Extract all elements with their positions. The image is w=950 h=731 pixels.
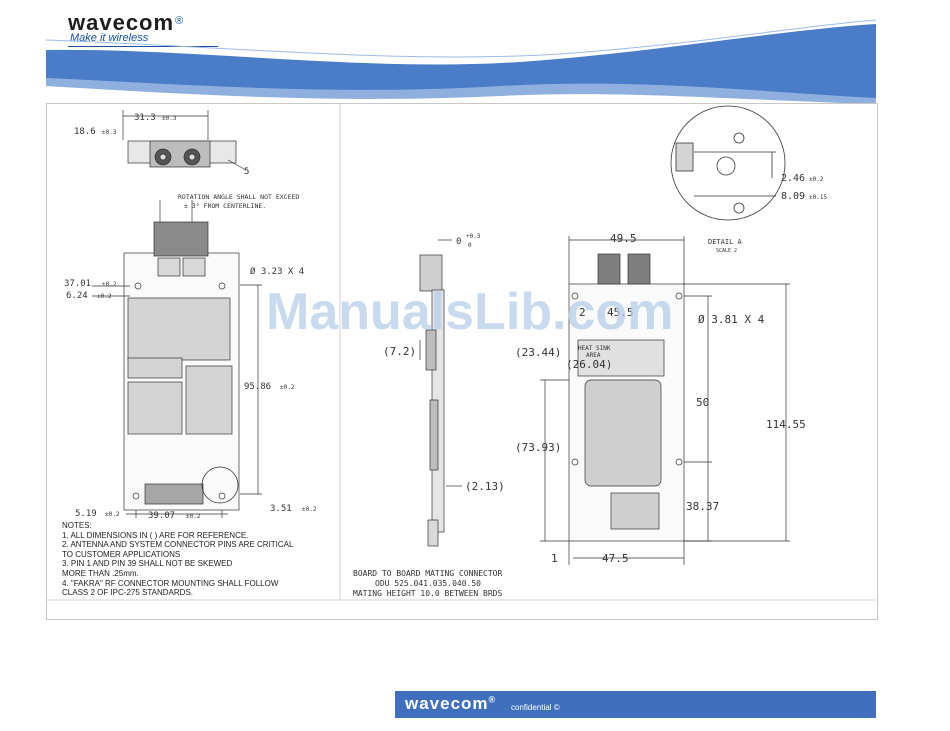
dim-49-5: 49.5 bbox=[610, 232, 637, 245]
dim-31-3: 31.3 bbox=[134, 113, 156, 123]
logo-registered-mark: ® bbox=[175, 14, 184, 27]
dim-37-01: 37.01 bbox=[64, 279, 91, 289]
dim-3-51-tol: ±0.2 bbox=[302, 506, 317, 513]
dim-5-19: 5.19 bbox=[75, 509, 97, 519]
dim-5: 5 bbox=[244, 167, 249, 177]
dim-50: 50 bbox=[696, 396, 709, 409]
footer-logo: wavecom® bbox=[405, 694, 496, 714]
drawing-notes: NOTES: 1. ALL DIMENSIONS IN ( ) ARE FOR … bbox=[62, 521, 293, 598]
dim-0-tol-bot: 0 bbox=[468, 242, 472, 249]
dim-37-01-tol: ±0.2 bbox=[102, 281, 117, 288]
dim-95-86-tol: ±0.2 bbox=[280, 384, 295, 391]
detail-a-label: DETAIL A bbox=[708, 238, 743, 246]
heat-sink-label-1: HEAT SINK bbox=[578, 345, 611, 352]
dim-39-07-tol: ±0.2 bbox=[186, 513, 201, 520]
detail-a-scale: SCALE 2 bbox=[716, 248, 737, 254]
footer-bar: wavecom® confidential © bbox=[395, 691, 876, 718]
note-line: TO CUSTOMER APPLICATIONS bbox=[62, 549, 181, 559]
dim-73-93: (73.93) bbox=[515, 441, 561, 454]
dim-3-51: 3.51 bbox=[270, 504, 292, 514]
watermark: ManualsLib.com bbox=[266, 283, 674, 341]
dim-1: 1 bbox=[551, 552, 558, 565]
dim-0: 0 bbox=[456, 237, 461, 247]
dim-23-44: (23.44) bbox=[515, 346, 561, 359]
tagline-underline bbox=[68, 46, 218, 47]
dim-18-6: 18.6 bbox=[74, 127, 96, 137]
dim-6-24: 6.24 bbox=[66, 291, 88, 301]
front-hole-spec: Ø 3.23 X 4 bbox=[250, 266, 304, 277]
dim-8-09: 8.09 bbox=[781, 191, 805, 202]
wavecom-logo: wavecom® bbox=[68, 10, 183, 36]
rear-view bbox=[540, 236, 790, 565]
notes-title: NOTES: bbox=[62, 521, 92, 530]
tagline: Make it wireless bbox=[70, 32, 149, 44]
note-line: 3. PIN 1 AND PIN 39 SHALL NOT BE SKEWED bbox=[62, 559, 233, 569]
footer-logo-mark: ® bbox=[488, 694, 497, 705]
mating-connector-note: BOARD TO BOARD MATING CONNECTOR ODU 525.… bbox=[353, 569, 502, 599]
header-wave-banner bbox=[45, 19, 877, 104]
dim-5-19-tol: ±0.2 bbox=[105, 511, 120, 518]
dim-26-04: (26.04) bbox=[566, 358, 612, 371]
side-view bbox=[419, 239, 462, 547]
dim-2-46: 2.46 bbox=[781, 173, 805, 184]
note-line: 4. "FAKRA" RF CONNECTOR MOUNTING SHALL F… bbox=[62, 578, 279, 588]
dim-6-24-tol: ±0.2 bbox=[97, 293, 112, 300]
mating-line-3: MATING HEIGHT 10.0 BETWEEN BRDS bbox=[353, 589, 503, 598]
dim-7-2: (7.2) bbox=[383, 345, 416, 358]
detail-view bbox=[670, 105, 786, 221]
rear-hole-spec: Ø 3.81 X 4 bbox=[698, 313, 765, 326]
dim-95-86: 95.86 bbox=[244, 382, 271, 392]
rotation-note-1: ROTATION ANGLE SHALL NOT EXCEED bbox=[178, 193, 299, 201]
rotation-note-2: ± 3° FROM CENTERLINE. bbox=[184, 202, 266, 210]
dim-47-5: 47.5 bbox=[602, 552, 629, 565]
dim-2-46-tol: ±0.2 bbox=[809, 176, 824, 183]
dim-39-07: 39.07 bbox=[148, 511, 175, 521]
note-line: 1. ALL DIMENSIONS IN ( ) ARE FOR REFEREN… bbox=[62, 530, 249, 540]
dim-45-5: 45.5 bbox=[607, 306, 634, 319]
dim-18-6-tol: ±0.3 bbox=[102, 129, 117, 136]
top-view bbox=[122, 110, 247, 171]
dim-0-tol-top: +0.3 bbox=[466, 233, 481, 240]
confidential-label: confidential © bbox=[511, 703, 560, 712]
heat-sink-label-2: AREA bbox=[586, 352, 601, 359]
front-view bbox=[92, 200, 262, 518]
note-line: MORE THAN .25mm. bbox=[62, 568, 139, 578]
footer-logo-text: wavecom bbox=[405, 694, 489, 713]
dim-31-3-tol: ±0.3 bbox=[162, 115, 177, 122]
logo-text: wavecom bbox=[68, 10, 175, 35]
note-line: 2. ANTENNA AND SYSTEM CONNECTOR PINS ARE… bbox=[62, 540, 294, 550]
dim-38-37: 38.37 bbox=[686, 500, 719, 513]
dim-2-13: (2.13) bbox=[465, 480, 505, 493]
dim-114-55: 114.55 bbox=[766, 418, 806, 431]
dim-2: 2 bbox=[579, 306, 586, 319]
drawing-frame bbox=[46, 103, 878, 620]
mating-line-2: ODU 525.041.035.040.50 bbox=[375, 579, 481, 588]
note-line: CLASS 2 OF IPC-275 STANDARDS. bbox=[62, 588, 193, 598]
dim-8-09-tol: ±0.15 bbox=[809, 194, 827, 201]
mating-line-1: BOARD TO BOARD MATING CONNECTOR bbox=[353, 569, 503, 578]
